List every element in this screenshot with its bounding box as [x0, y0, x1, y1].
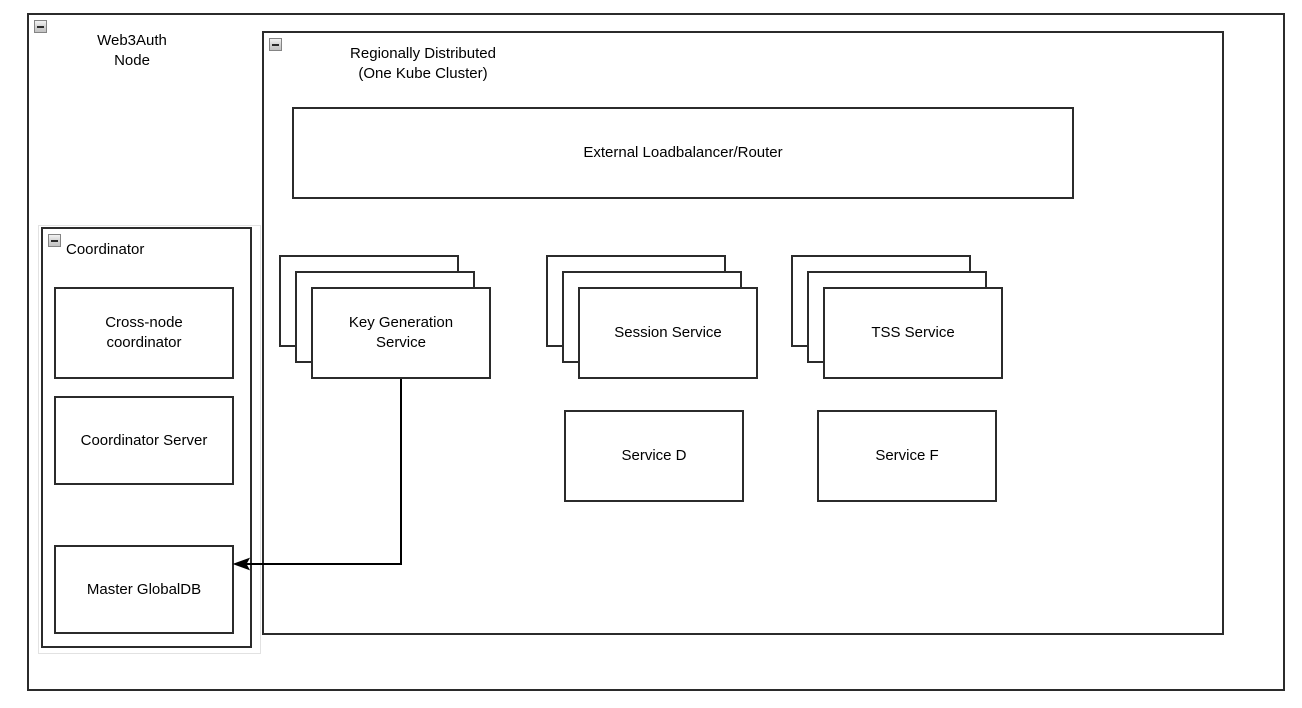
box-coordinator-server[interactable]: Coordinator Server [54, 396, 234, 485]
stack-session-service[interactable]: Session Service [546, 255, 758, 380]
collapse-minus-icon-coordinator[interactable] [48, 234, 61, 247]
stack-tss-service[interactable]: TSS Service [791, 255, 1003, 380]
box-external-loadbalancer-router[interactable]: External Loadbalancer/Router [292, 107, 1074, 199]
box-service-f[interactable]: Service F [817, 410, 997, 502]
collapse-minus-icon-web3auth-node[interactable] [34, 20, 47, 33]
box-service-d[interactable]: Service D [564, 410, 744, 502]
box-session-service[interactable]: Session Service [578, 287, 758, 379]
box-cross-node-coordinator[interactable]: Cross-node coordinator [54, 287, 234, 379]
group-title-web3auth-node: Web3Auth Node [97, 32, 167, 69]
stack-key-generation-service[interactable]: Key Generation Service [279, 255, 491, 380]
box-key-generation-service[interactable]: Key Generation Service [311, 287, 491, 379]
box-master-globaldb[interactable]: Master GlobalDB [54, 545, 234, 634]
collapse-minus-icon-kube-cluster[interactable] [269, 38, 282, 51]
group-title-coordinator: Coordinator [66, 241, 145, 258]
group-title-kube-cluster: Regionally Distributed (One Kube Cluster… [350, 45, 496, 82]
box-tss-service[interactable]: TSS Service [823, 287, 1003, 379]
